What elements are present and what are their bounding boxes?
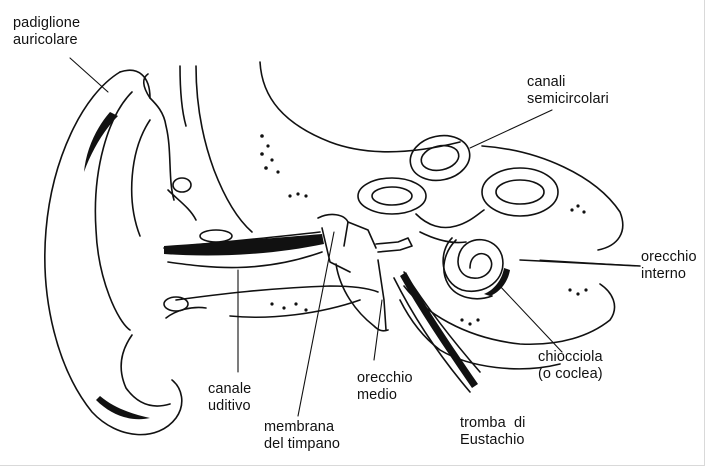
canal-shadow [164, 234, 324, 256]
leader-canali [470, 110, 552, 148]
canal-floor [176, 286, 378, 300]
cochlea-outline [444, 240, 492, 299]
leader-membrana [298, 232, 334, 416]
canal-floor-2 [230, 300, 360, 317]
canal-lateral-inner [372, 187, 412, 205]
helix-inner [120, 70, 174, 200]
leader-orecchio-interno [540, 260, 640, 266]
label-orecchio-interno: orecchio interno [641, 249, 697, 283]
cochlea-spiral [443, 238, 503, 291]
label-padiglione-auricolare: padiglione auricolare [13, 15, 80, 49]
label-orecchio-medio: orecchio medio [357, 370, 413, 404]
ear-lobe [121, 335, 170, 406]
label-canali-semicircolari: canali semicircolari [527, 74, 609, 108]
canal-posterior [482, 168, 558, 216]
helix-shadow [84, 112, 118, 172]
tragus [166, 307, 206, 318]
canal-lateral [358, 178, 426, 214]
label-membrana-timpano: membrana del timpano [264, 419, 340, 453]
incus [348, 222, 376, 248]
lobe-shadow [96, 396, 150, 419]
leader-padiglione [70, 58, 108, 92]
stapes [376, 238, 412, 252]
skull-line-b [196, 66, 252, 232]
concha [168, 190, 196, 220]
antihelix-inner [132, 120, 150, 236]
pinna-outline [45, 72, 182, 435]
canal-posterior-inner [496, 180, 544, 204]
concha-hollow [173, 178, 191, 192]
canal-hollow [200, 230, 232, 242]
vestibule [416, 210, 484, 228]
canal-superior [406, 130, 474, 186]
temporal-right [482, 146, 623, 250]
label-chiocciola: chiocciola (o coclea) [538, 349, 603, 383]
skull-line-a [180, 66, 186, 126]
label-canale-uditivo: canale uditivo [208, 381, 251, 415]
label-tromba-eustachio: tromba di Eustachio [460, 415, 525, 449]
vestibule-2 [420, 232, 466, 243]
bone-lower [404, 284, 615, 344]
